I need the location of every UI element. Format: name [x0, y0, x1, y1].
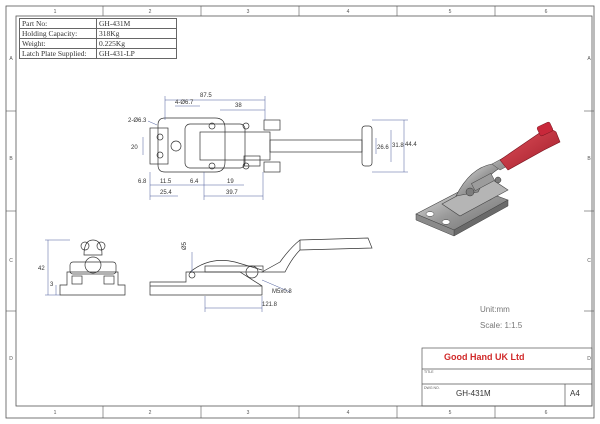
spec-row: Weight: 0.225Kg	[19, 38, 177, 49]
dim-label: 6.4	[190, 179, 199, 185]
dim-label: 2-Ø6.3	[128, 118, 147, 124]
spec-value: GH-431M	[96, 18, 177, 29]
spec-value: 318Kg	[96, 28, 177, 39]
dim-label: 42	[38, 266, 45, 272]
top-view-hole	[156, 151, 164, 159]
dim-label: 26.6	[377, 145, 389, 151]
col-label-bottom: 1	[54, 410, 57, 416]
side-view-base	[149, 271, 263, 296]
outer-frame	[5, 5, 595, 419]
top-view-dimensions	[142, 96, 408, 200]
dim-label: 25.4	[160, 190, 172, 196]
dim-label: Ø5	[182, 241, 188, 250]
company-name: Good Hand UK Ltd	[444, 352, 525, 362]
row-label-left: C	[9, 258, 13, 264]
top-view-hole	[156, 133, 164, 141]
spec-row: Part No: GH-431M	[19, 18, 177, 29]
col-label-bottom: 2	[149, 410, 152, 416]
dim-label: 4-Ø6.7	[175, 100, 194, 106]
side-view-dimensions	[191, 252, 291, 312]
spec-label: Weight:	[19, 38, 97, 49]
top-view-pivot	[170, 140, 182, 152]
top-view-dimension-labels: 87.5 4-Ø6.7 38 2-Ø6.3 20 26.6 31.8 44.4 …	[128, 93, 417, 196]
spec-row: Latch Plate Supplied: GH-431-LP	[19, 48, 177, 59]
col-label-top: 3	[247, 9, 250, 15]
dim-label: 3	[50, 282, 54, 288]
col-label-top: 4	[347, 9, 350, 15]
col-label-top: 6	[545, 9, 548, 15]
col-label-top: 1	[54, 9, 57, 15]
col-label-top: 5	[449, 9, 452, 15]
side-view-handle	[260, 237, 373, 273]
dim-label: 39.7	[226, 190, 238, 196]
top-view-handle-grip	[361, 125, 373, 167]
dim-label: 6.8	[138, 179, 147, 185]
title-label: TITLE	[424, 370, 434, 374]
drawing-number: GH-431M	[456, 389, 491, 398]
end-view-pivot	[84, 256, 102, 274]
scale-note: Scale: 1:1.5	[480, 321, 523, 330]
col-label-top: 2	[149, 9, 152, 15]
col-label-bottom: 5	[449, 410, 452, 416]
row-label-right: D	[587, 356, 591, 362]
end-view-dimensions	[45, 239, 70, 296]
row-label-right: C	[587, 258, 591, 264]
unit-note: Unit:mm	[480, 305, 510, 314]
dim-label: 31.8	[392, 143, 404, 149]
side-view-arm	[189, 260, 263, 273]
spec-label: Part No:	[19, 18, 97, 29]
dim-label: 19	[227, 179, 234, 185]
inner-frame	[15, 15, 593, 407]
end-view-base	[59, 271, 126, 296]
top-view-body	[157, 117, 226, 173]
title-block	[421, 347, 593, 407]
dim-label: 11.5	[160, 179, 172, 185]
top-view-plunger	[269, 139, 363, 153]
grid-labels: 1 2 3 4 5 6 1 2 3 4 5 6 A B C D A B C D	[9, 9, 591, 416]
row-label-right: B	[587, 156, 591, 162]
dim-label: 20	[131, 145, 138, 151]
side-view	[149, 237, 373, 296]
end-view	[59, 239, 126, 296]
spec-table: Part No: GH-431M Holding Capacity: 318Kg…	[19, 18, 177, 59]
sheet-size: A4	[570, 389, 580, 398]
dim-label: 44.4	[405, 142, 417, 148]
iso-red-handle	[499, 129, 561, 171]
dim-label: 38	[235, 103, 242, 109]
end-view-dimension-labels: 42 3	[38, 266, 54, 288]
spec-label: Holding Capacity:	[19, 28, 97, 39]
spec-value: 0.225Kg	[96, 38, 177, 49]
spec-value: GH-431-LP	[96, 48, 177, 59]
top-view-base-plate	[149, 127, 169, 165]
spec-row: Holding Capacity: 318Kg	[19, 28, 177, 39]
dim-label: 87.5	[200, 93, 212, 99]
dim-label: 121.8	[262, 302, 278, 308]
dwg-no-label: DWG NO.	[424, 386, 440, 390]
row-label-left: D	[9, 356, 13, 362]
spec-label: Latch Plate Supplied:	[19, 48, 97, 59]
col-label-bottom: 6	[545, 410, 548, 416]
top-view	[149, 117, 373, 173]
grid-ticks	[6, 6, 594, 418]
col-label-bottom: 4	[347, 410, 350, 416]
row-label-left: B	[9, 156, 13, 162]
dim-label: M5x0.8	[272, 289, 292, 295]
row-label-right: A	[587, 56, 591, 62]
isometric-render	[415, 121, 561, 237]
row-label-left: A	[9, 56, 13, 62]
side-view-dimension-labels: Ø5 M5x0.8 121.8	[182, 241, 292, 308]
col-label-bottom: 3	[247, 410, 250, 416]
